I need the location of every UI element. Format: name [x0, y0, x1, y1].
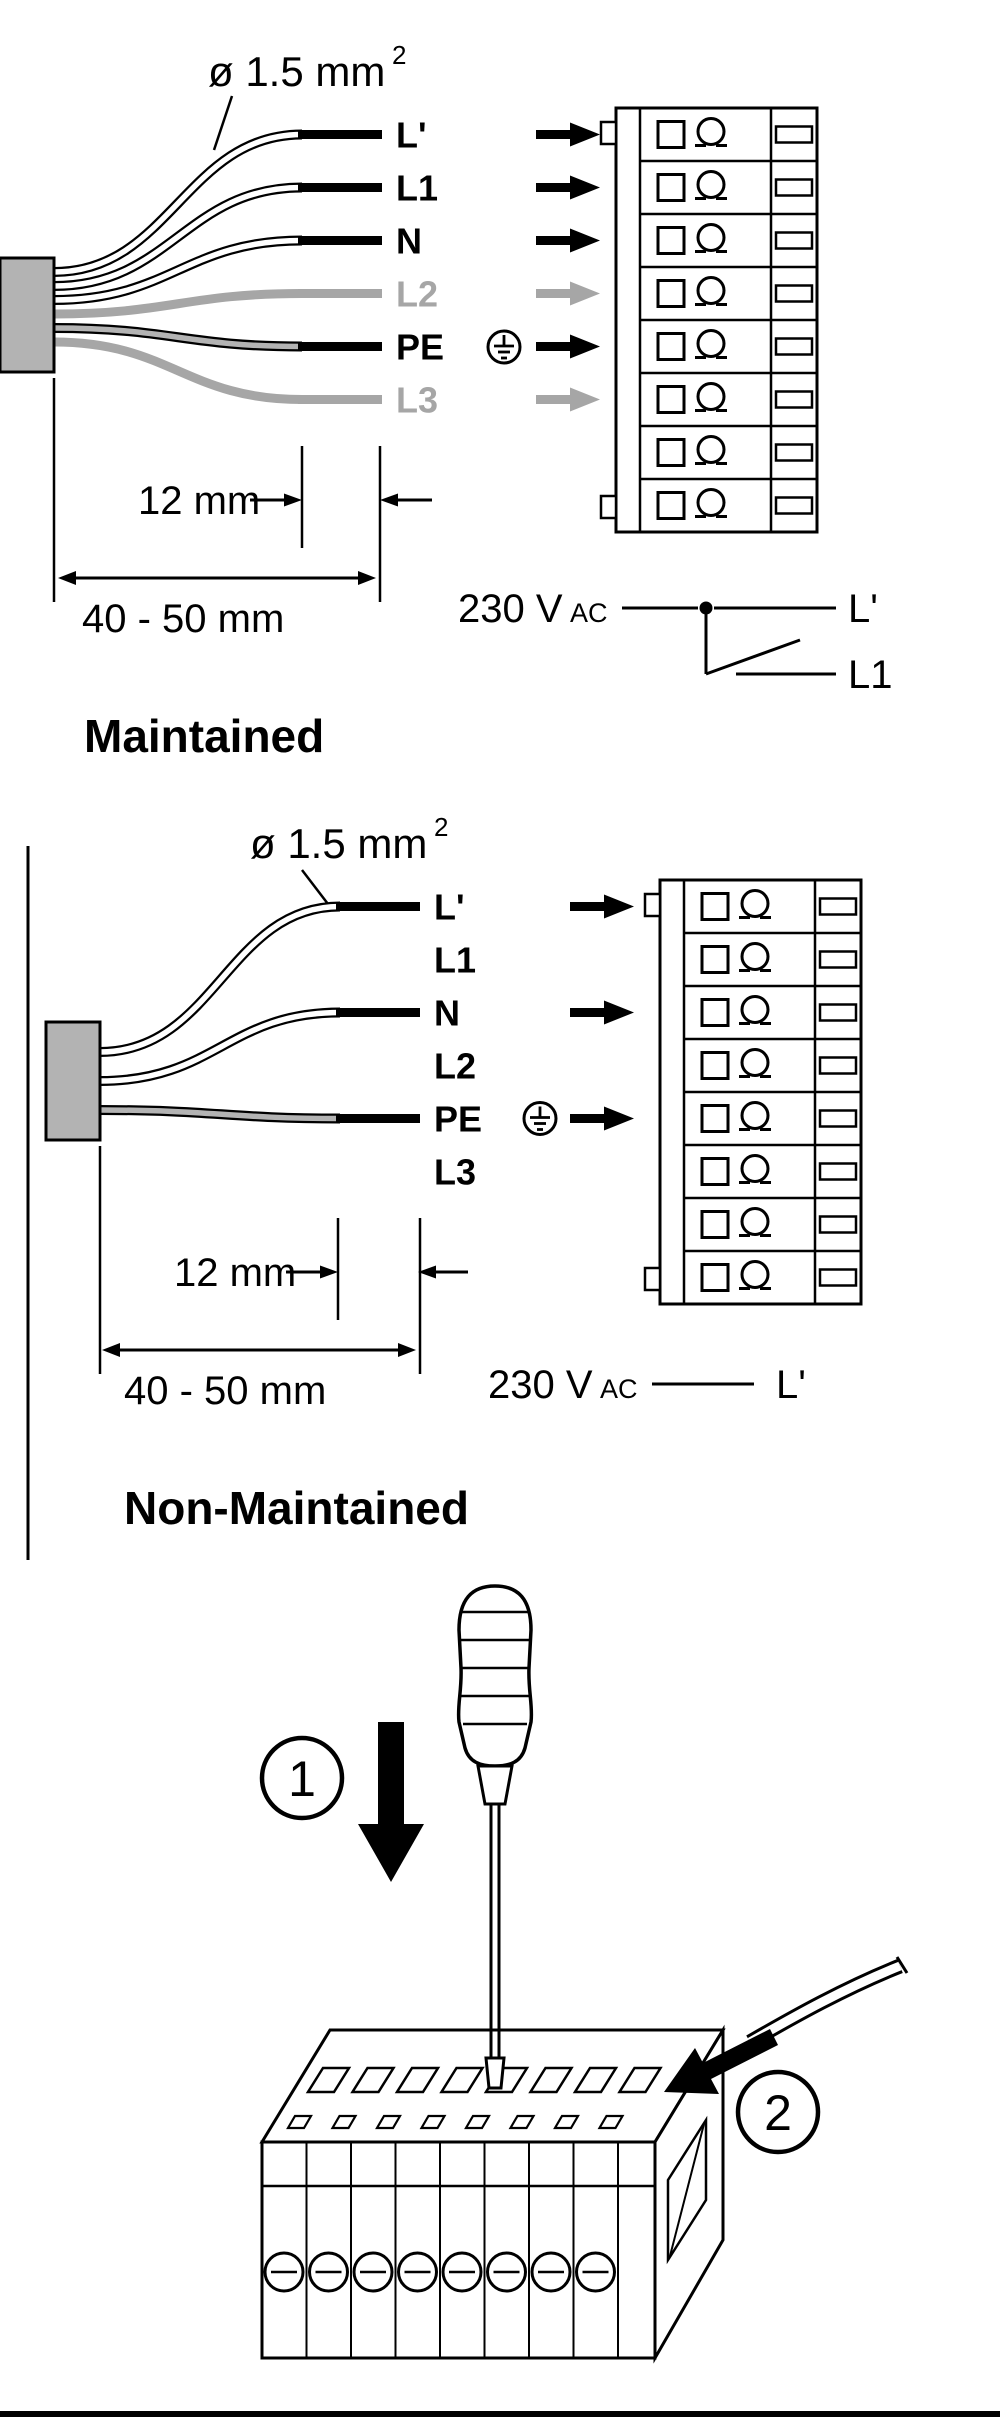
- strip-length-value: 12 mm: [138, 479, 260, 523]
- label-l1: L1: [396, 168, 438, 209]
- screwdriver-tip: [484, 2056, 506, 2090]
- wire-gauge-exponent: 2: [434, 812, 448, 842]
- dim-arrowhead: [102, 1343, 120, 1357]
- supply-voltage-suffix: AC: [570, 598, 608, 628]
- screwdriver: [456, 1584, 534, 2090]
- permanent-line-label: L': [776, 1363, 806, 1407]
- side-latch-strut: [669, 2123, 705, 2257]
- supply-voltage: 230 V: [458, 587, 563, 631]
- label-l1: L1: [434, 940, 476, 981]
- label-pe: PE: [434, 1099, 482, 1140]
- junction-dot: [699, 601, 713, 615]
- maintained-section: ø 1.5 mm 2 L' L1 N L2 PE L: [0, 40, 893, 762]
- label-l2: L2: [396, 274, 438, 315]
- wire-l2: [53, 289, 303, 319]
- insertion-length-dimension: 40 - 50 mm: [98, 1146, 416, 1413]
- label-lprime: L': [434, 887, 465, 928]
- insert-left-arrow-icon: [664, 2029, 778, 2094]
- label-n: N: [396, 221, 422, 262]
- wire-gauge-label: ø 1.5 mm: [208, 48, 385, 95]
- label-n: N: [434, 993, 460, 1034]
- label-l3: L3: [396, 380, 438, 421]
- label-pe: PE: [396, 327, 444, 368]
- maintained-title: Maintained: [84, 710, 324, 762]
- screwdriver-handle: [456, 1584, 534, 1768]
- supply-voltage: 230 V: [488, 1363, 593, 1407]
- insertion-length-value: 40 - 50 mm: [124, 1369, 326, 1413]
- wire-l3: [53, 337, 303, 404]
- step-2-number: 2: [764, 2085, 792, 2141]
- strip-length-dimension: 12 mm: [138, 446, 432, 602]
- wire-lprime: [99, 903, 341, 1055]
- dim-arrowhead: [398, 1343, 416, 1357]
- switched-line-label: L1: [848, 653, 893, 697]
- wire-gauge-exponent: 2: [392, 40, 406, 70]
- dim-arrowhead: [58, 571, 76, 585]
- wire-l1: [53, 184, 303, 289]
- cable-fan: [0, 129, 382, 404]
- step-1-number: 1: [288, 1751, 316, 1807]
- cable-sleeve: [0, 256, 56, 374]
- gauge-leader-line: [212, 95, 234, 151]
- dim-arrowhead: [380, 493, 398, 507]
- dim-arrowhead: [320, 1265, 338, 1279]
- dim-arrowhead: [418, 1265, 436, 1279]
- step-2-circle: [735, 2069, 821, 2155]
- wire-n: [53, 237, 303, 303]
- screw-terminals: [263, 2251, 616, 2293]
- insertion-length-dimension: 40 - 50 mm: [52, 378, 376, 641]
- step-1-circle: [259, 1735, 345, 1821]
- wire-cut-end: [895, 1956, 909, 1974]
- gauge-leader-line: [301, 869, 329, 905]
- connector-front-face: [260, 2140, 657, 2360]
- strip-length-dimension: 12 mm: [174, 1218, 468, 1374]
- bottom-border-line: [0, 2411, 1000, 2417]
- supply-voltage-suffix: AC: [600, 1374, 638, 1404]
- dim-arrowhead: [358, 571, 376, 585]
- non-maintained-title: Non-Maintained: [124, 1482, 469, 1534]
- switch-blade: [705, 638, 801, 676]
- label-l3: L3: [434, 1152, 476, 1193]
- wire-lprime: [53, 131, 303, 275]
- wire-pe: [53, 325, 303, 350]
- strip-length-value: 12 mm: [174, 1251, 296, 1295]
- installation-section: 1: [259, 1584, 909, 2364]
- screwdriver-ferrule: [476, 1764, 514, 1806]
- supply-schematic: 230 V AC L' L1: [458, 587, 893, 697]
- side-latch-window: [666, 2115, 708, 2265]
- wire-n: [99, 1009, 341, 1084]
- label-lprime: L': [396, 115, 427, 156]
- dim-arrowhead: [284, 493, 302, 507]
- cable-sleeve: [44, 1020, 102, 1142]
- wire-gauge-label: ø 1.5 mm: [250, 820, 427, 867]
- supply-schematic: 230 V AC L': [488, 1363, 806, 1407]
- non-maintained-section: ø 1.5 mm 2 L' L1 N L2 PE L3 12 mm: [26, 812, 861, 1560]
- label-l2: L2: [434, 1046, 476, 1087]
- insert-wire-core: [747, 1961, 902, 2046]
- insertion-length-value: 40 - 50 mm: [82, 597, 284, 641]
- press-down-arrow-icon: [358, 1722, 424, 1882]
- permanent-line-label: L': [848, 587, 878, 631]
- cable-fan: [44, 901, 420, 1142]
- wire-pe: [99, 1107, 341, 1122]
